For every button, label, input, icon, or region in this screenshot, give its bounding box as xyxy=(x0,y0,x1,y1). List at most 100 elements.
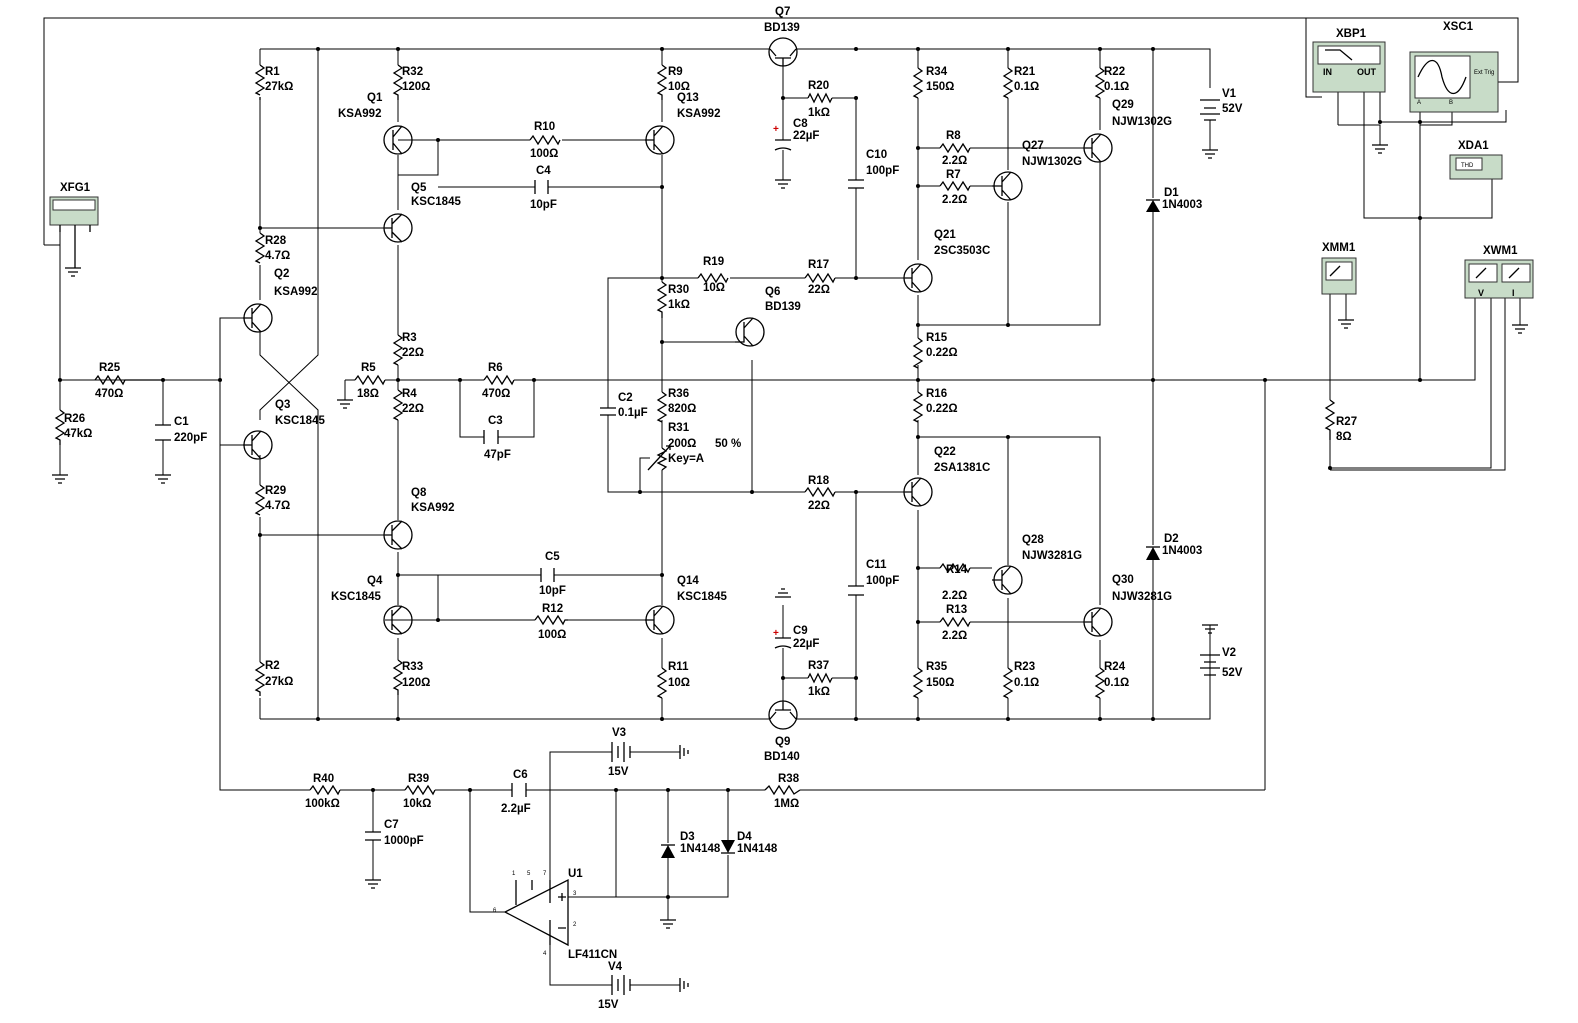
capacitor-c11 xyxy=(848,585,864,596)
label-r29-value: 4.7Ω xyxy=(265,500,290,512)
label-v3-value: 15V xyxy=(608,766,629,778)
label-q4-part: KSC1845 xyxy=(331,591,381,603)
label-r2-ref: R2 xyxy=(265,660,280,672)
label-q22-part: 2SA1381C xyxy=(934,462,990,474)
label-r36-ref: R36 xyxy=(668,388,689,400)
label-r5-value: 18Ω xyxy=(357,388,379,400)
label-r11-ref: R11 xyxy=(668,661,689,673)
label-r22-ref: R22 xyxy=(1104,66,1125,78)
oscilloscope-xsc1[interactable] xyxy=(1409,51,1499,113)
label-r24-value: 0.1Ω xyxy=(1104,677,1129,689)
label-d4-part: 1N4148 xyxy=(737,843,778,855)
capacitor-c3 xyxy=(483,430,499,444)
label-r14-value: 2.2Ω xyxy=(942,590,967,602)
source-v1 xyxy=(1200,99,1220,121)
label-q27-part: NJW1302G xyxy=(1022,156,1082,168)
resistor-r26 xyxy=(54,409,66,445)
source-v2 xyxy=(1200,654,1220,676)
label-r2-value: 27kΩ xyxy=(265,676,293,688)
label-c6-value: 2.2µF xyxy=(501,803,531,815)
resistor-r23 xyxy=(1002,667,1014,699)
label-q5-ref: Q5 xyxy=(411,182,427,194)
resistor-r28 xyxy=(254,232,266,264)
label-r30-ref: R30 xyxy=(668,284,689,296)
label-q30-ref: Q30 xyxy=(1112,574,1134,586)
multimeter-xmm1[interactable] xyxy=(1321,257,1357,295)
transistor-q27 xyxy=(992,171,1023,201)
resistor-r32 xyxy=(392,64,404,100)
label-r8-ref: R8 xyxy=(946,130,961,142)
label-r38-value: 1MΩ xyxy=(774,798,799,810)
label-r16-value: 0.22Ω xyxy=(926,403,958,415)
label-c4-ref: C4 xyxy=(536,165,551,177)
label-q14-ref: Q14 xyxy=(677,575,699,587)
label-q13-part: KSA992 xyxy=(677,108,720,120)
label-r27-ref: R27 xyxy=(1336,416,1357,428)
label-xsc1-a: A xyxy=(1417,100,1421,106)
label-r16-ref: R16 xyxy=(926,388,947,400)
resistor-r2 xyxy=(254,661,266,696)
label-q29-ref: Q29 xyxy=(1112,99,1134,111)
label-q13-ref: Q13 xyxy=(677,92,699,104)
capacitors xyxy=(155,139,864,841)
label-v3-ref: V3 xyxy=(612,727,626,739)
capacitor-c5 xyxy=(540,568,555,582)
label-r19-value: 10Ω xyxy=(703,282,725,294)
instruments[interactable] xyxy=(49,41,1534,299)
label-q21-part: 2SC3503C xyxy=(934,245,990,257)
label-q7-part: BD139 xyxy=(764,22,800,34)
label-d2-ref: D2 xyxy=(1164,533,1179,545)
resistor-r7 xyxy=(939,180,971,192)
source-v4 xyxy=(611,975,631,995)
label-r15-value: 0.22Ω xyxy=(926,347,958,359)
source-v3 xyxy=(611,742,631,762)
label-u1-pin-1: 1 xyxy=(512,871,516,877)
label-c11-value: 100pF xyxy=(866,575,899,587)
capacitor-c6 xyxy=(511,783,527,797)
label-c11-ref: C11 xyxy=(866,559,887,571)
potentiometer-r31 xyxy=(647,445,671,471)
label-r3-value: 22Ω xyxy=(402,347,424,359)
resistor-r38 xyxy=(764,784,801,796)
label-r23-ref: R23 xyxy=(1014,661,1035,673)
label-r32-value: 120Ω xyxy=(402,81,430,93)
label-q3-part: KSC1845 xyxy=(275,415,325,427)
label-r40-ref: R40 xyxy=(313,773,334,785)
function-generator-xfg1[interactable] xyxy=(49,196,99,268)
transistor-q14 xyxy=(645,605,675,635)
label-r38-ref: R38 xyxy=(778,773,800,785)
label-r26-value: 47kΩ xyxy=(64,428,92,440)
bode-plotter-xbp1[interactable] xyxy=(1312,41,1386,93)
label-r7-ref: R7 xyxy=(946,169,961,181)
transistor-q28 xyxy=(992,565,1023,595)
label-u1-pin-5: 5 xyxy=(527,871,531,877)
label-xbp1-in: IN xyxy=(1323,67,1332,77)
resistor-r5 xyxy=(354,374,386,386)
label-q1-part: KSA992 xyxy=(338,108,381,120)
label-v1-ref: V1 xyxy=(1222,88,1237,100)
label-r28-ref: R28 xyxy=(265,235,287,247)
label-d2-part: 1N4003 xyxy=(1162,545,1202,557)
label-xwm1: XWM1 xyxy=(1483,245,1518,257)
transistor-q21 xyxy=(903,263,933,293)
distortion-analyzer-xda1[interactable] xyxy=(1449,154,1503,180)
label-r6-ref: R6 xyxy=(488,362,503,374)
resistor-r34 xyxy=(912,67,924,99)
label-r30-value: 1kΩ xyxy=(668,299,690,311)
label-d4-ref: D4 xyxy=(737,831,752,843)
label-r31-value: 200Ω xyxy=(668,438,696,450)
diode-d3 xyxy=(661,844,675,858)
label-r22-value: 0.1Ω xyxy=(1104,81,1129,93)
label-r4-value: 22Ω xyxy=(402,403,424,415)
label-r27-value: 8Ω xyxy=(1336,431,1352,443)
label-r36-value: 820Ω xyxy=(668,403,696,415)
wattmeter-xwm1[interactable] xyxy=(1464,259,1534,299)
label-r20-ref: R20 xyxy=(808,80,829,92)
label-xda1: XDA1 xyxy=(1458,140,1489,152)
label-c5-ref: C5 xyxy=(545,551,560,563)
label-r31-ref: R31 xyxy=(668,422,690,434)
label-q6-part: BD139 xyxy=(765,301,801,313)
label-c5-value: 10pF xyxy=(539,585,566,597)
capacitor-c8 xyxy=(774,139,792,151)
